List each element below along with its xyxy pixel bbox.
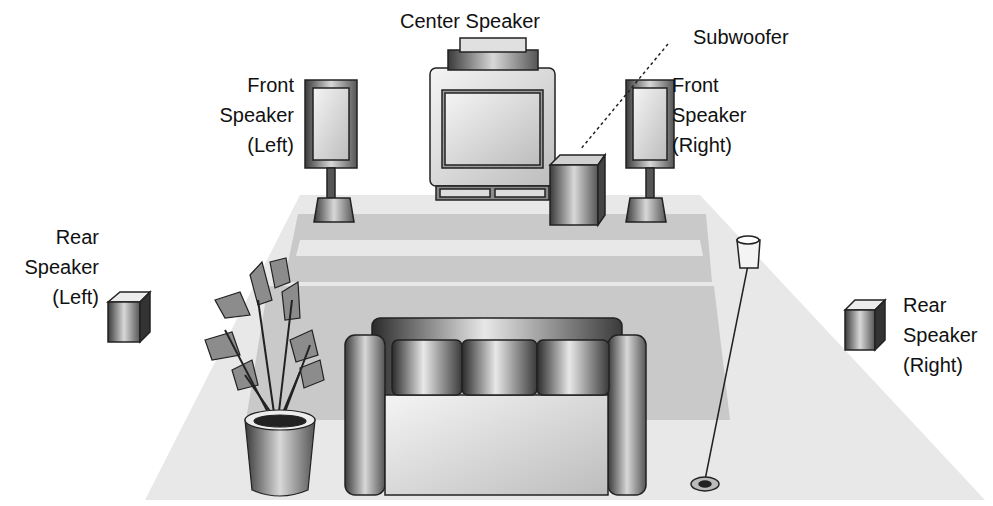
front-speaker-left bbox=[305, 80, 357, 222]
speaker-label: Subwoofer bbox=[693, 22, 823, 52]
rear-speaker-left bbox=[108, 292, 150, 342]
sofa bbox=[345, 318, 646, 495]
speaker-label: Rear Speaker (Right) bbox=[903, 290, 989, 380]
speaker-label: Front Speaker (Right) bbox=[672, 70, 772, 160]
center-speaker bbox=[448, 38, 538, 70]
plant bbox=[205, 258, 324, 496]
floor-lamp bbox=[691, 236, 760, 491]
leader-line bbox=[580, 44, 668, 150]
floor bbox=[145, 195, 985, 500]
rug-stripe bbox=[296, 240, 703, 256]
subwoofer bbox=[550, 155, 605, 225]
front-speaker-right bbox=[626, 80, 674, 222]
speaker-label: Rear Speaker (Left) bbox=[3, 222, 99, 312]
rug-band bbox=[284, 214, 712, 282]
speaker-label: Front Speaker (Left) bbox=[194, 70, 294, 160]
rear-speaker-right bbox=[845, 300, 885, 350]
tv bbox=[430, 68, 555, 200]
speaker-label: Center Speaker bbox=[380, 6, 560, 36]
